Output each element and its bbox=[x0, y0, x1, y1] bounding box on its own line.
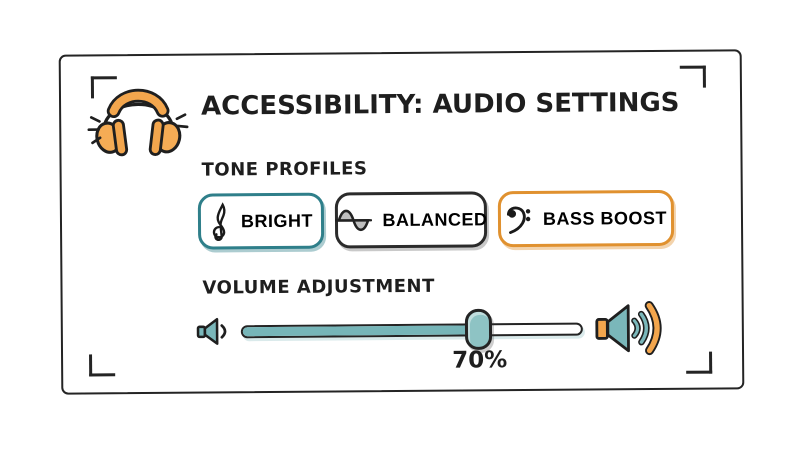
tone-profiles-group: BRIGHT BALANCED bbox=[197, 189, 675, 250]
treble-clef-icon bbox=[209, 200, 230, 242]
tone-button-bass-boost[interactable]: BASS BOOST bbox=[497, 189, 675, 248]
headphones-icon bbox=[87, 88, 189, 157]
corner-bracket-top-right bbox=[679, 65, 706, 88]
tone-button-label: BALANCED bbox=[382, 208, 488, 230]
sine-wave-icon bbox=[334, 207, 372, 233]
tone-button-balanced[interactable]: BALANCED bbox=[334, 191, 488, 249]
tone-button-label: BRIGHT bbox=[240, 210, 314, 231]
page-title: ACCESSIBILITY: AUDIO SETTINGS bbox=[200, 87, 680, 122]
slider-fill bbox=[242, 324, 480, 336]
corner-bracket-bottom-left bbox=[89, 354, 116, 377]
volume-adjustment-label: VOLUME ADJUSTMENT bbox=[202, 275, 435, 299]
volume-slider-row: 70% bbox=[195, 295, 743, 373]
settings-card: ACCESSIBILITY: AUDIO SETTINGS TONE PROFI… bbox=[58, 49, 745, 395]
speaker-loud-icon bbox=[595, 301, 662, 356]
volume-value: 70% bbox=[452, 346, 508, 374]
bass-clef-icon bbox=[505, 203, 532, 234]
slider-handle[interactable] bbox=[464, 308, 492, 351]
speaker-low-icon bbox=[196, 318, 227, 345]
tone-button-label: BASS BOOST bbox=[542, 207, 668, 229]
tone-button-bright[interactable]: BRIGHT bbox=[197, 192, 325, 250]
volume-slider[interactable]: 70% bbox=[240, 308, 583, 373]
tone-profiles-label: TONE PROFILES bbox=[201, 158, 368, 181]
